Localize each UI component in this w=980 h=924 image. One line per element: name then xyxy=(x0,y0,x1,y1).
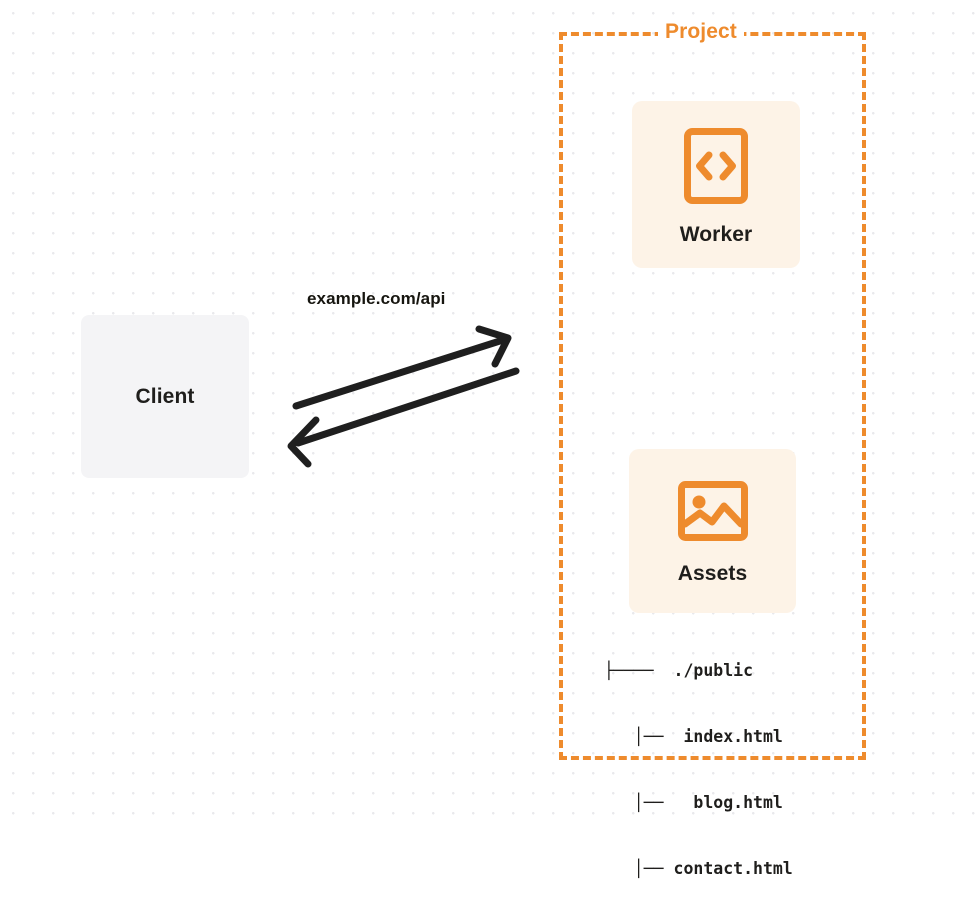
arrow-response xyxy=(287,367,520,468)
node-worker-label: Worker xyxy=(679,222,753,246)
file-tree-row-index: │── index.html xyxy=(604,727,783,746)
node-assets-label: Assets xyxy=(677,562,748,585)
connection-label: example.com/api xyxy=(307,289,446,308)
node-client-label: Client xyxy=(135,384,195,408)
project-title: Project xyxy=(658,19,744,45)
file-tree-row-public: ├──── ./public xyxy=(604,661,754,680)
diagram-canvas: Project Worker Assets ├──── ./public │──… xyxy=(0,0,980,878)
file-tree: ├──── ./public │── index.html │── blog.h… xyxy=(604,616,793,924)
image-icon xyxy=(677,480,749,542)
arrow-request xyxy=(292,325,512,410)
file-tree-row-contact: │── contact.html xyxy=(604,859,793,878)
code-brackets-icon xyxy=(683,127,749,205)
node-worker[interactable]: Worker xyxy=(632,101,800,268)
node-assets[interactable]: Assets xyxy=(629,449,796,613)
file-tree-row-blog: │── blog.html xyxy=(604,793,783,812)
node-client[interactable]: Client xyxy=(81,315,249,478)
